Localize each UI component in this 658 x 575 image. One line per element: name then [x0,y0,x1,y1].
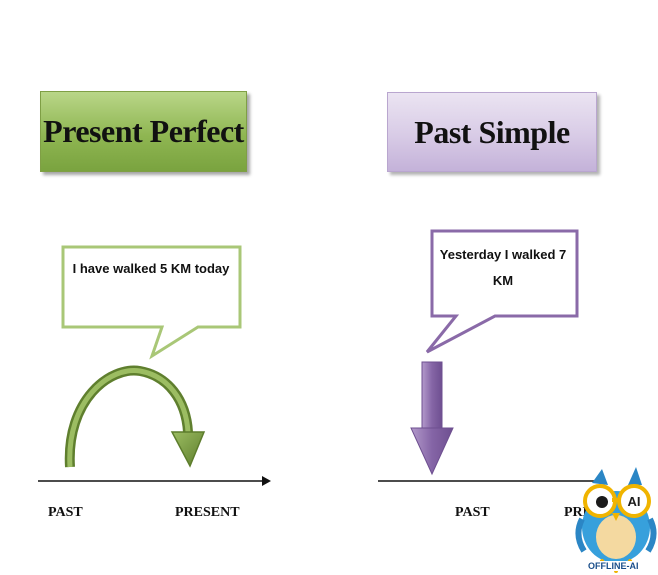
present-perfect-present-label: PRESENT [175,505,240,520]
present-perfect-curved-arrow [64,365,206,468]
present-perfect-past-label: PAST [48,505,83,520]
past-simple-title-box: Past Simple [387,92,597,172]
past-simple-speech-bubble [425,229,579,354]
past-simple-past-label: PAST [455,505,490,520]
logo-badge-text: AI [628,494,641,509]
past-simple-bubble-text: Yesterday I walked 7 KM [439,247,567,288]
present-perfect-speech-bubble [61,245,242,360]
past-simple-down-arrow [410,361,454,476]
present-perfect-bubble-text: I have walked 5 KM today [72,261,230,276]
past-simple-title: Past Simple [414,113,570,150]
present-perfect-title-box: Present Perfect [40,91,247,172]
offline-ai-owl-logo-icon: AI [575,467,657,573]
present-perfect-timeline [38,476,271,486]
offline-ai-logo-text: OFFLINE-AI [588,561,639,571]
present-perfect-title: Present Perfect [43,113,244,149]
